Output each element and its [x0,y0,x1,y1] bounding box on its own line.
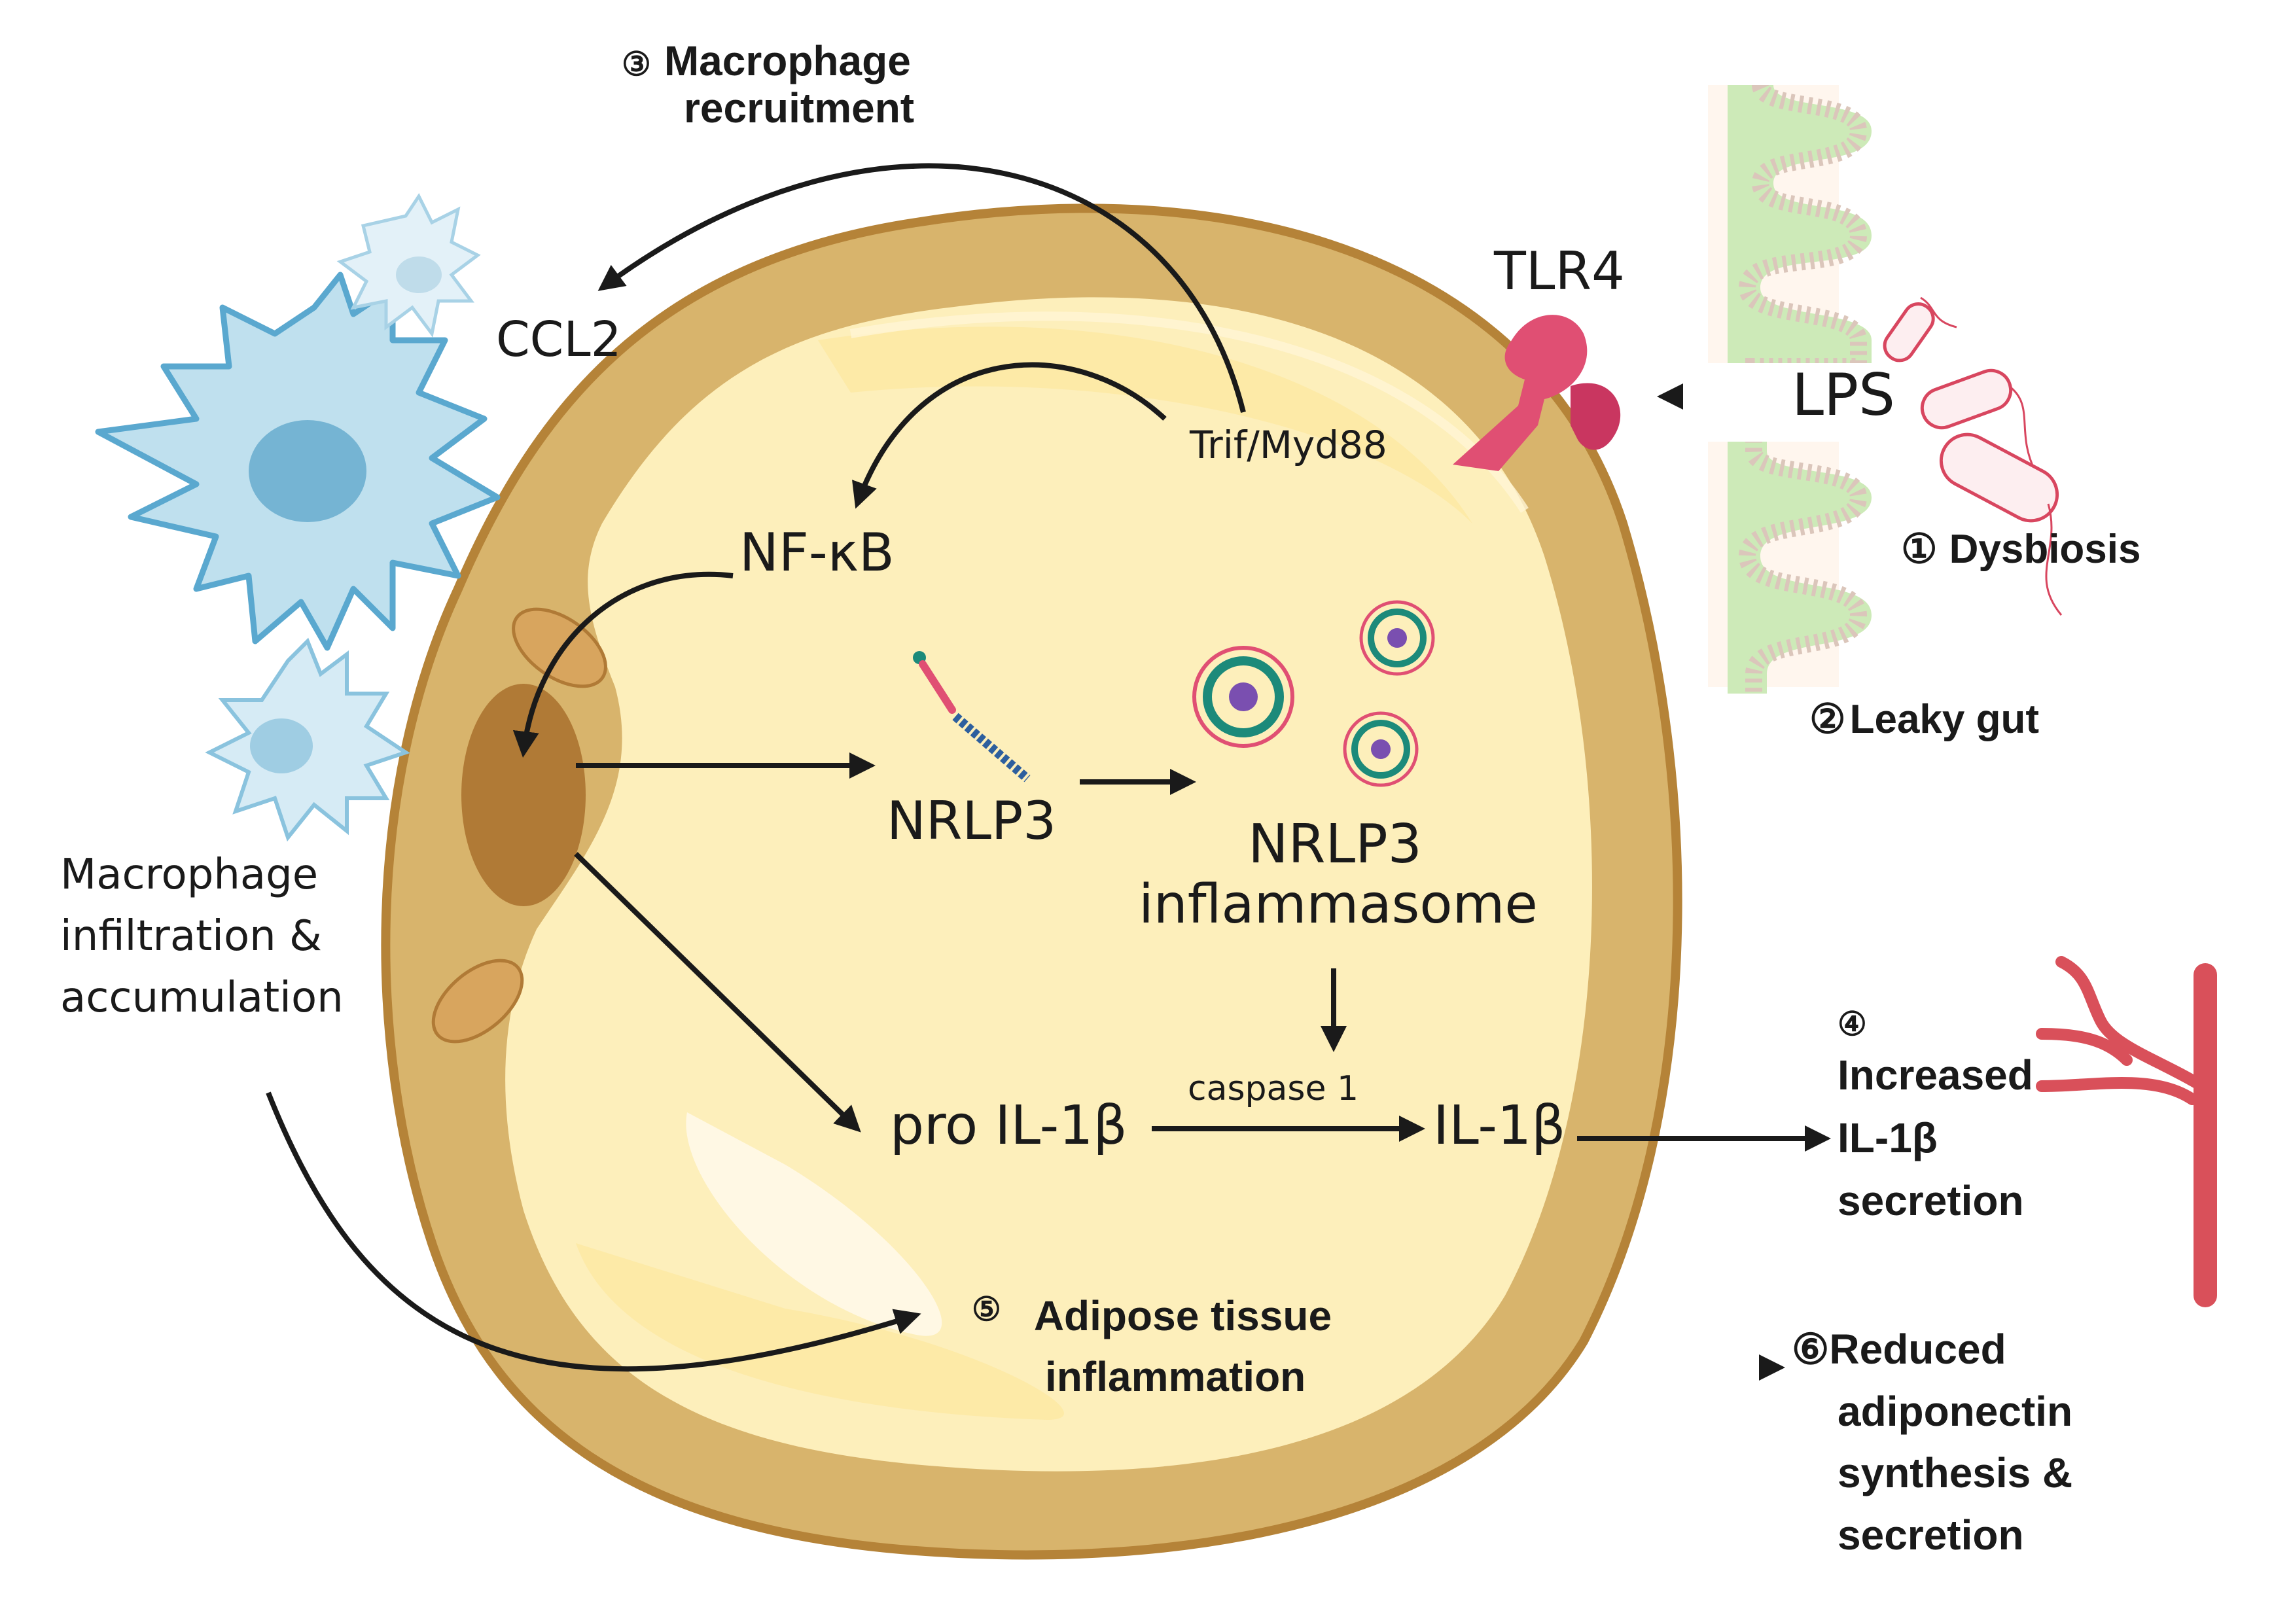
gut-epithelium [1675,82,1872,694]
gut-villi [1728,85,1872,694]
label-trif-myd88: Trif/Myd88 [1190,423,1387,467]
step-number-2: ② [1809,697,1846,742]
label-nrlp3: NRLP3 [887,790,1057,851]
label-leaky-gut: ②Leaky gut [1809,697,2040,742]
arrow-trif-to-nfkb [852,362,1167,509]
label-ccl2: CCL2 [496,311,622,368]
step-number-3: ③ [622,46,651,82]
step-number-1: ① [1901,527,1938,572]
inflammasome-icon [1192,600,1435,787]
label-lps: LPS [1792,361,1895,429]
label-pro-il1b: pro IL-1β [890,1095,1128,1157]
label-nrlp3-inflammasome: NRLP3 inflammasome [1139,813,1538,936]
adipocyte-cell [381,203,1682,1560]
step-number-5: ⑤ [972,1291,1001,1328]
nrlp3-protein-icon [913,651,1031,783]
pathway-arrows [266,163,1831,1381]
arrow-infiltration-to-inflammation [266,1091,921,1372]
label-caspase-1: caspase 1 [1188,1069,1359,1108]
label-increased-il1b-secretion: ④ Increased IL-1β secretion [1838,1006,2033,1224]
label-nfkb: NF-κB [739,522,895,583]
label-tlr4: TLR4 [1494,241,1625,302]
label-il1b: IL-1β [1433,1095,1566,1157]
arrow-nucleus-to-pro-il1b [574,852,861,1133]
step-number-6: ⑥ [1792,1326,1830,1373]
tlr4-receptor-icon [1453,315,1621,471]
nucleus [461,684,586,906]
blood-vessel-icon [2036,956,2217,1307]
macrophage-icon [95,193,501,842]
step-number-4: ④ [1838,1006,1867,1042]
arrow-nfkb-to-nucleus [512,571,734,758]
arrow-trif-to-ccl2 [597,163,1246,413]
bacteria-icon [1883,296,2063,616]
label-reduced-adiponectin: ⑥Reduced adiponectin synthesis & secreti… [1792,1326,2073,1559]
label-macrophage-infiltration: Macrophage infiltration & accumulation [60,851,344,1023]
